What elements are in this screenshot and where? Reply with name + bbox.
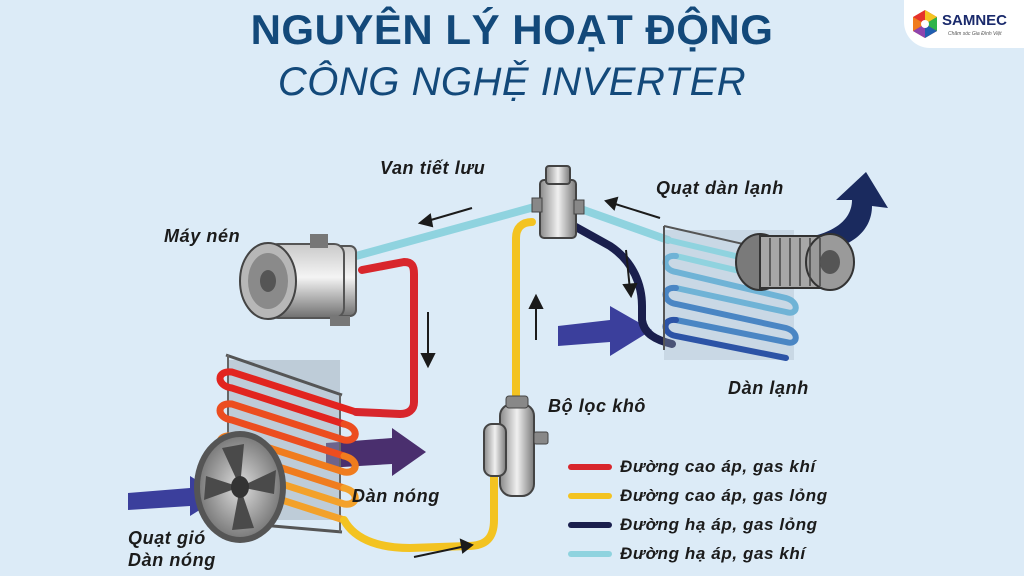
pipe-low-pressure-liquid — [570, 222, 676, 348]
label-condenser: Dàn nóng — [352, 486, 440, 506]
page-subtitle: CÔNG NGHỆ INVERTER — [277, 60, 747, 104]
legend-label: Đường cao áp, gas khí — [620, 456, 816, 476]
air-arrow-condenser-out — [326, 428, 426, 476]
filter-drier — [483, 395, 549, 497]
legend-label: Đường hạ áp, gas khí — [620, 543, 806, 563]
air-arrow-evaporator-in — [558, 306, 652, 356]
label-condenser-fan-line1: Quạt gió — [128, 528, 206, 548]
label-filter-drier: Bộ lọc khô — [548, 396, 647, 416]
legend-label: Đường cao áp, gas lỏng — [620, 485, 828, 505]
expansion-valve — [531, 165, 585, 239]
label-evaporator-fan: Quạt dàn lạnh — [656, 178, 784, 198]
label-compressor: Máy nén — [164, 226, 241, 246]
legend-label: Đường hạ áp, gas lỏng — [620, 514, 818, 534]
label-evaporator: Dàn lạnh — [728, 378, 809, 398]
compressor — [239, 234, 357, 326]
evaporator-blower — [735, 233, 855, 291]
pipe-low-pressure-gas — [352, 202, 542, 260]
brand-logo[interactable]: SAMNEC Chăm sóc Gia Đình Việt — [904, 0, 1024, 48]
logo-name: SAMNEC — [942, 12, 1008, 29]
condenser-fan — [194, 431, 286, 543]
label-condenser-fan-line2: Dàn nóng — [128, 550, 216, 570]
legend-item: Đường hạ áp, gas khí — [568, 539, 828, 568]
page-title: NGUYÊN LÝ HOẠT ĐỘNG — [250, 6, 774, 53]
legend-item: Đường hạ áp, gas lỏng — [568, 510, 828, 539]
legend-item: Đường cao áp, gas khí — [568, 452, 828, 481]
flow-direction-arrows — [413, 196, 661, 558]
pipe-high-pressure-liquid — [340, 466, 498, 552]
label-expansion-valve: Van tiết lưu — [380, 158, 486, 178]
refrigerant-pipes — [340, 202, 676, 552]
legend-item: Đường cao áp, gas lỏng — [568, 481, 828, 510]
legend-swatch-high-liquid — [568, 492, 612, 499]
legend-swatch-low-gas — [568, 550, 612, 557]
hexagon-logo-icon — [913, 10, 937, 38]
legend-swatch-high-gas — [568, 463, 612, 470]
legend: Đường cao áp, gas khí Đường cao áp, gas … — [568, 452, 828, 568]
logo-tagline: Chăm sóc Gia Đình Việt — [948, 31, 1002, 37]
pipe-high-pressure-gas — [352, 258, 418, 418]
legend-swatch-low-liquid — [568, 521, 612, 528]
air-arrow-up-curved — [804, 172, 888, 252]
